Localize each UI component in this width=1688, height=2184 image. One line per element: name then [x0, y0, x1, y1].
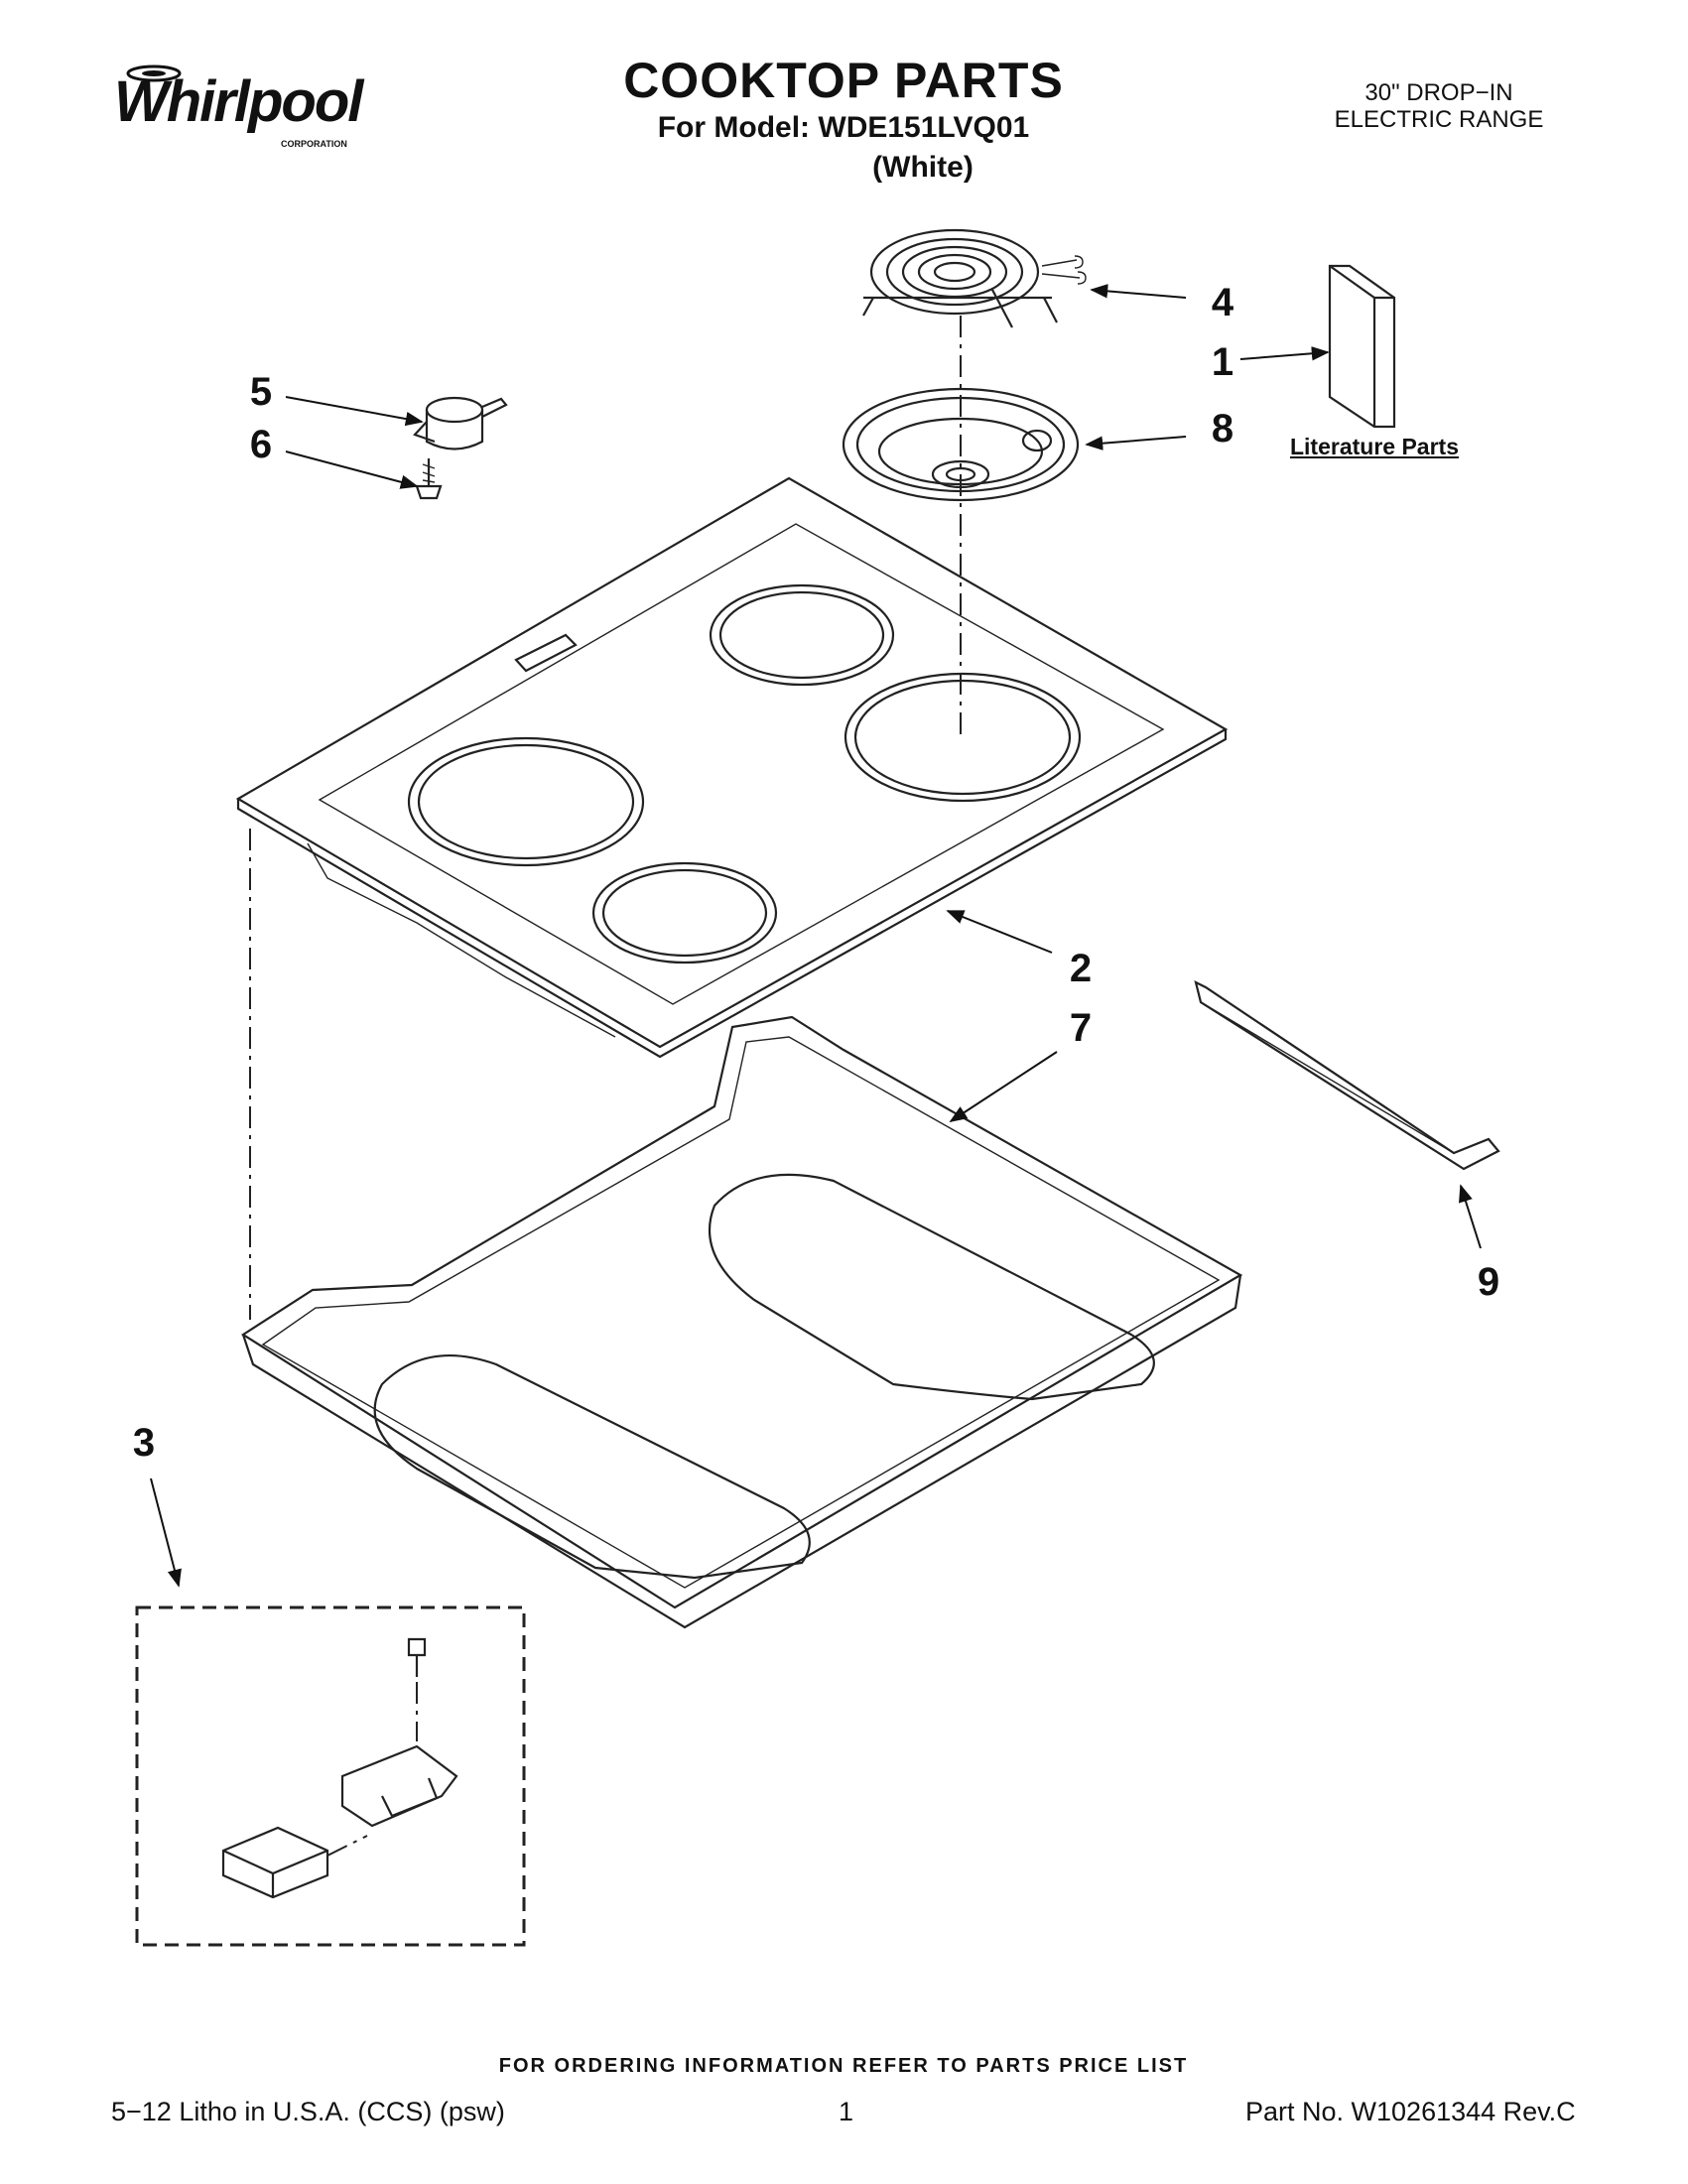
callout-9: 9 — [1477, 1260, 1500, 1304]
page-title: COOKTOP PARTS — [623, 53, 1064, 108]
callout-1: 1 — [1211, 340, 1234, 384]
surface-element-part-4 — [862, 228, 1087, 328]
callout-4: 4 — [1211, 281, 1234, 324]
literature-part-1 — [1328, 264, 1396, 429]
cooktop-part-2 — [235, 476, 1229, 1059]
switch-part-5 — [413, 396, 508, 450]
hardware-kit-part-3 — [135, 1606, 526, 1947]
leader-4 — [1090, 284, 1187, 299]
literature-parts-label: Literature Parts — [1289, 434, 1459, 459]
leader-3 — [150, 1477, 182, 1588]
leader-7 — [949, 1051, 1058, 1122]
callout-2: 2 — [1069, 947, 1093, 990]
screw-part-6 — [415, 458, 443, 500]
callout-8: 8 — [1211, 407, 1234, 450]
model-color: (White) — [872, 151, 974, 184]
callout-7: 7 — [1069, 1006, 1093, 1050]
range-type-line2: ELECTRIC RANGE — [1334, 106, 1544, 133]
range-type-line1: 30" DROP−IN — [1364, 79, 1513, 106]
callout-6: 6 — [249, 423, 273, 466]
logo-corporation-text: CORPORATION — [281, 139, 347, 149]
leader-1 — [1239, 346, 1330, 361]
leader-9 — [1459, 1184, 1482, 1249]
range-type: 30" DROP−IN ELECTRIC RANGE — [1290, 79, 1588, 133]
part-number: Part No. W10261344 Rev.C — [1245, 2097, 1576, 2126]
leader-6 — [285, 450, 419, 489]
leader-2 — [946, 910, 1053, 954]
model-line: For Model: WDE151LVQ01 — [657, 111, 1030, 144]
page-number: 1 — [839, 2097, 854, 2126]
leader-8 — [1085, 436, 1187, 450]
litho-text: 5−12 Litho in U.S.A. (CCS) (psw) — [111, 2097, 505, 2126]
callout-5: 5 — [249, 370, 273, 414]
ordering-note: FOR ORDERING INFORMATION REFER TO PARTS … — [498, 2055, 1189, 2077]
bracket-part-9 — [1194, 979, 1500, 1171]
whirlpool-logo: Whirlpool CORPORATION — [114, 60, 372, 159]
cooktop-support-part-7 — [240, 1015, 1243, 1629]
callout-3: 3 — [132, 1421, 156, 1465]
leader-5 — [285, 396, 424, 427]
logo-wordmark: Whirlpool — [114, 69, 365, 134]
